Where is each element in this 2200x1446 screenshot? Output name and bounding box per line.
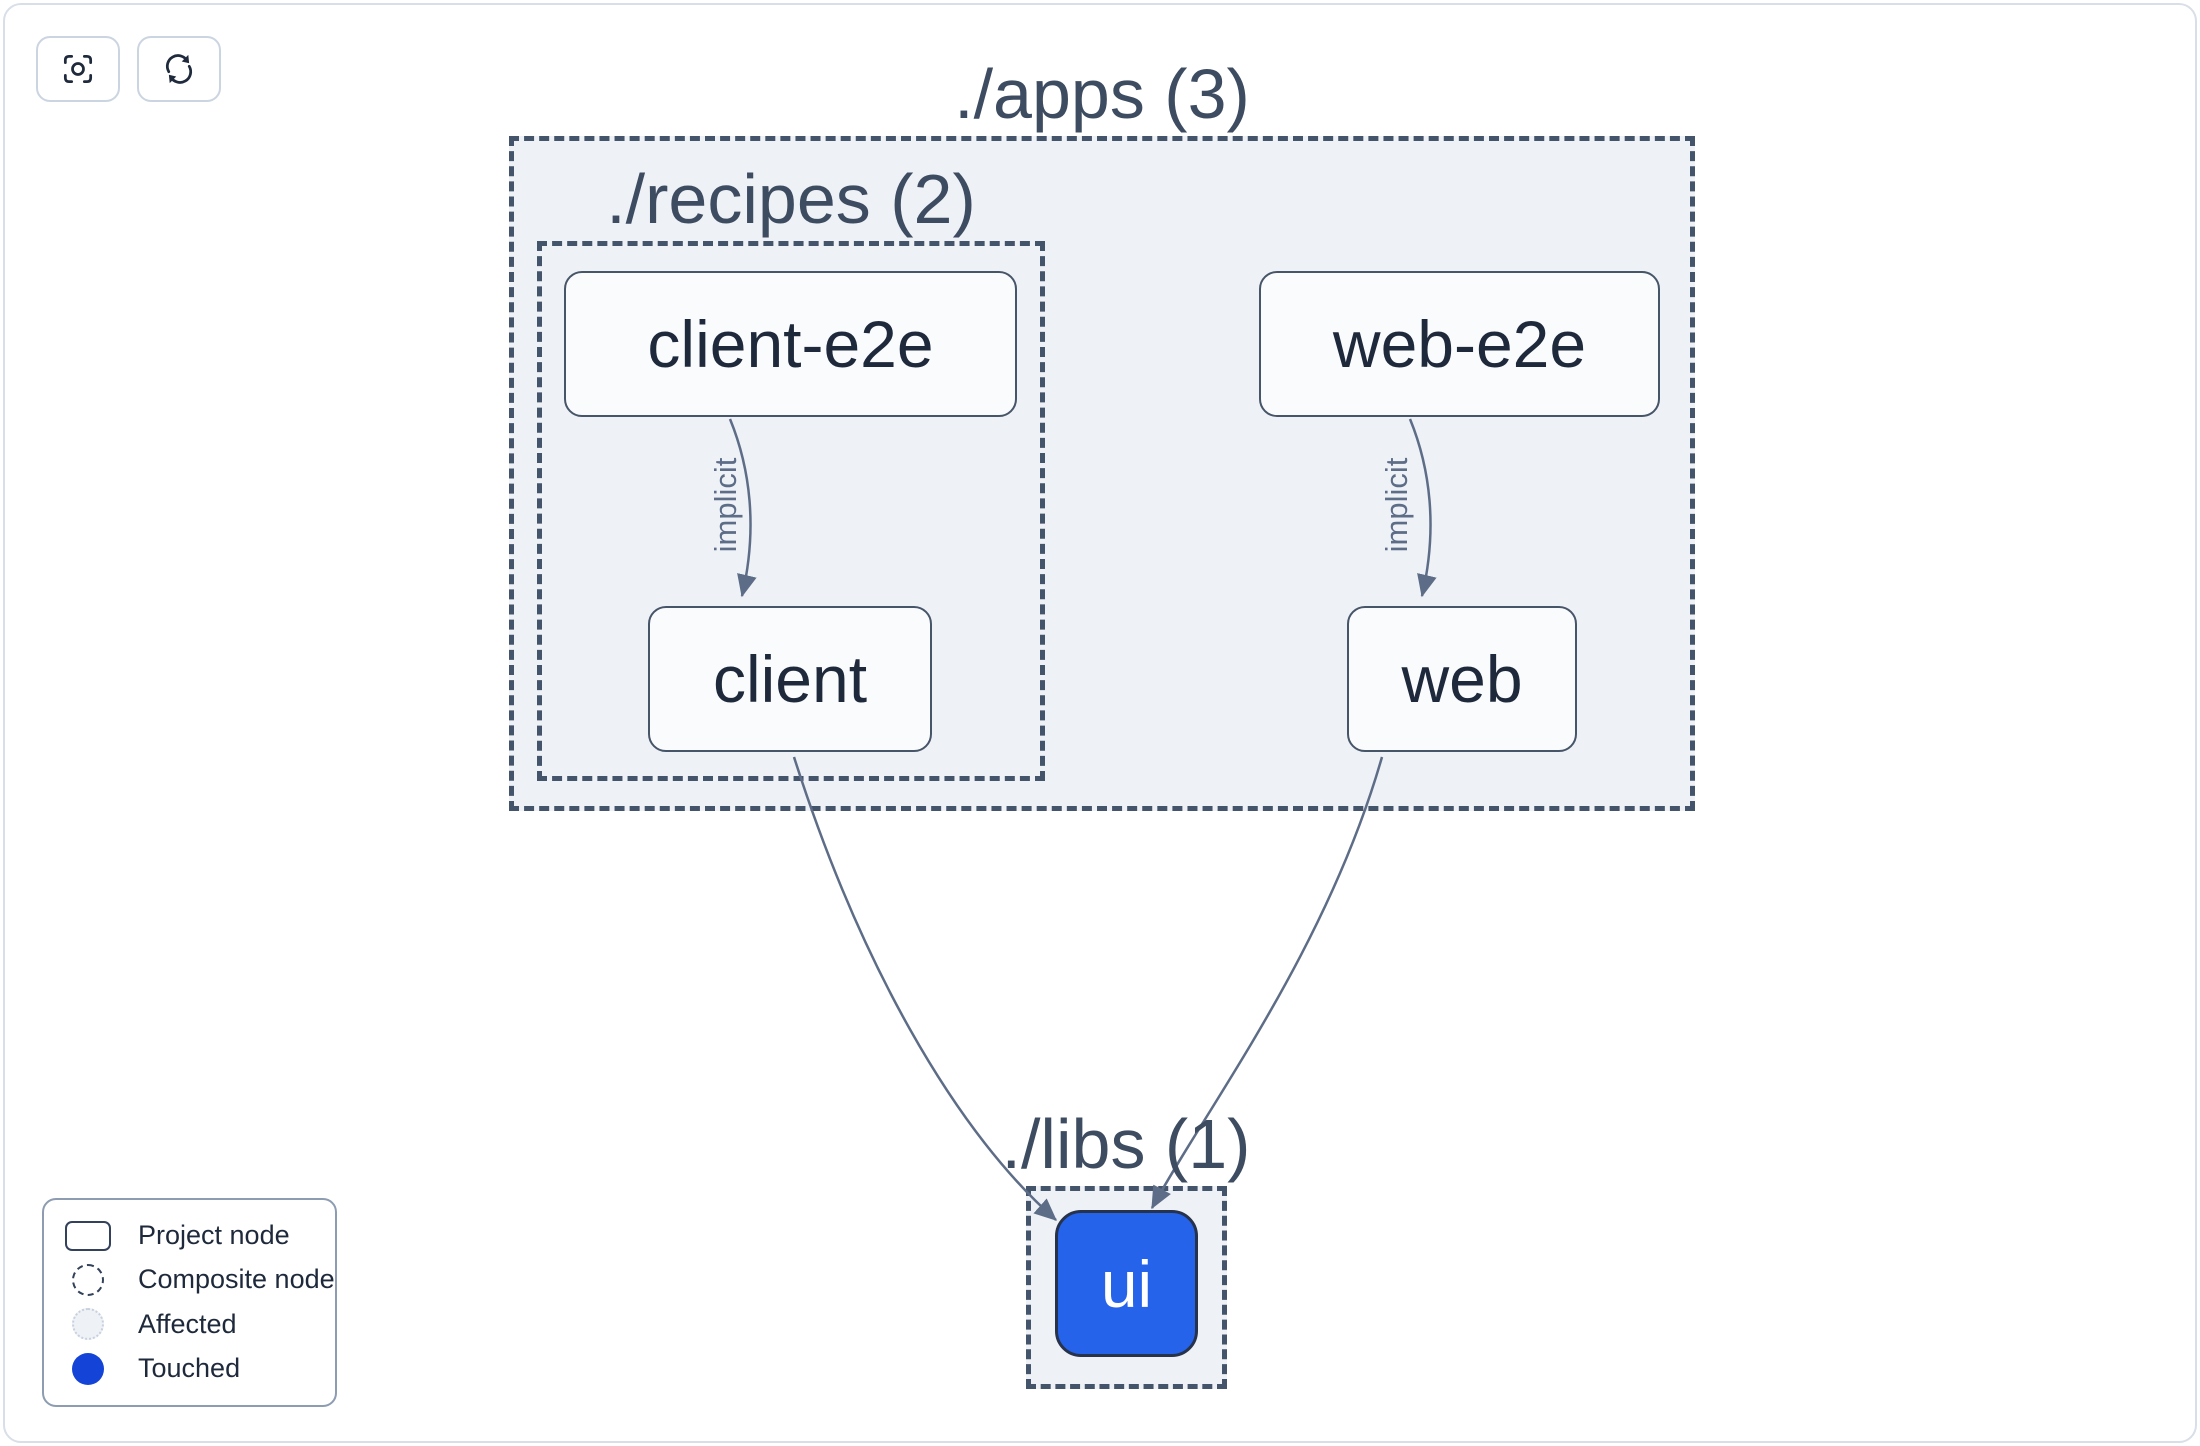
legend-label: Composite node [138,1264,335,1295]
node-label-web: web [1401,642,1523,716]
refresh-button[interactable] [137,36,221,102]
edge-web-to-ui [1150,756,1384,1210]
node-label-client: client [712,642,868,716]
legend-label: Project node [138,1220,290,1251]
refresh-sync-icon [160,50,198,88]
node-client-e2e[interactable]: client-e2e [564,271,1017,417]
touched-swatch-icon [58,1352,118,1385]
affected-swatch-icon [58,1308,118,1341]
node-label-client-e2e: client-e2e [647,307,934,381]
node-web[interactable]: web [1347,606,1577,752]
edge-client-to-ui [792,756,1057,1221]
composite-node-swatch-icon [58,1263,118,1296]
legend-item-composite-node: Composite node [58,1263,335,1296]
container-label-apps: ./apps (3) [954,55,1250,133]
node-client[interactable]: client [648,606,932,752]
focus-button[interactable] [36,36,120,102]
node-web-e2e[interactable]: web-e2e [1259,271,1660,417]
node-label-ui: ui [1100,1246,1153,1321]
crosshair-focus-icon [59,50,97,88]
legend-item-touched: Touched [58,1352,321,1385]
legend-label: Touched [138,1353,241,1384]
legend-label: Affected [138,1308,237,1339]
project-node-swatch-icon [58,1220,118,1251]
legend-item-project-node: Project node [58,1220,321,1251]
legend: Project node Composite node Affected Tou… [42,1198,337,1407]
node-label-web-e2e: web-e2e [1332,307,1587,381]
legend-item-affected: Affected [58,1308,321,1341]
container-label-libs: ./libs (1) [1001,1105,1251,1183]
node-ui[interactable]: ui [1055,1210,1198,1357]
